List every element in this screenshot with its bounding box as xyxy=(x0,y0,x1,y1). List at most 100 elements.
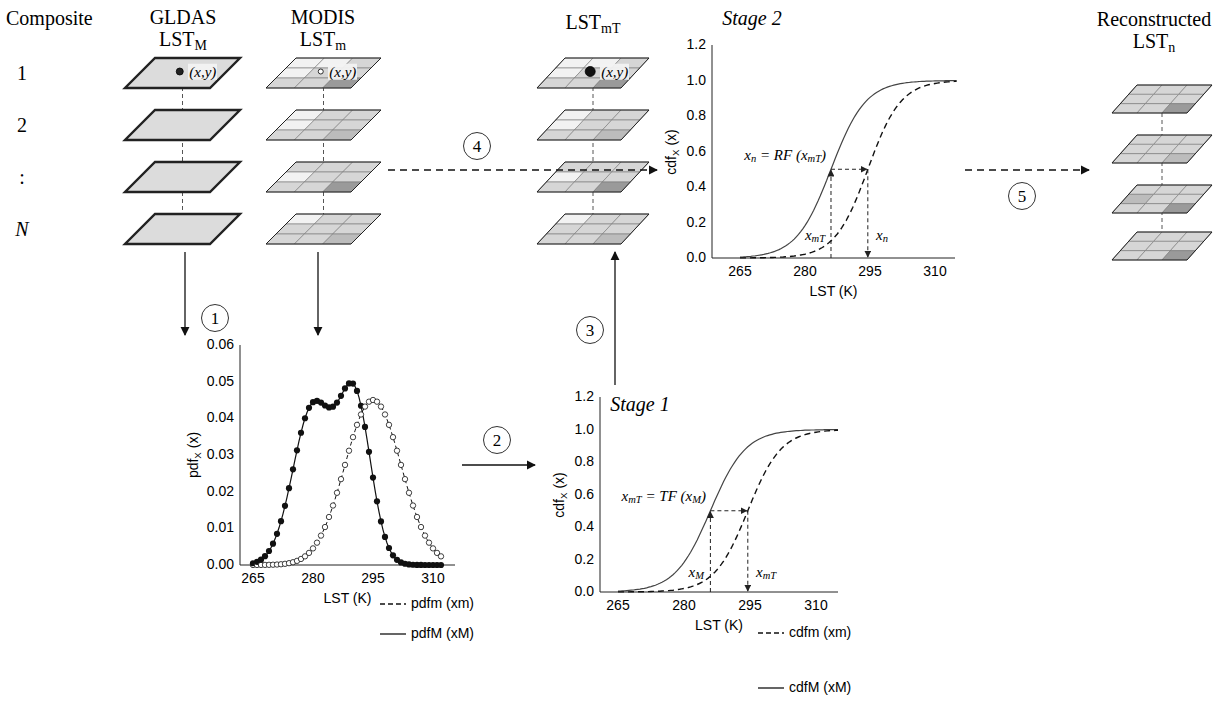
tick-label: 1.0 xyxy=(575,422,594,437)
layer-fill xyxy=(125,214,240,244)
layer-outline xyxy=(1112,185,1212,213)
chart-axis xyxy=(600,397,838,592)
tick-label: 0.6 xyxy=(575,487,594,502)
chart-curve xyxy=(253,383,441,565)
tick-label: 265 xyxy=(241,571,264,586)
composite-index: N xyxy=(15,218,28,240)
stack-axis xyxy=(323,73,324,229)
data-point xyxy=(378,518,384,524)
data-point xyxy=(354,388,360,394)
pixel-cell xyxy=(1179,135,1212,144)
data-point xyxy=(386,545,392,551)
data-point xyxy=(294,447,300,453)
layer-fill xyxy=(266,58,381,88)
legend-sample xyxy=(758,687,784,688)
legend-label: cdfM (xM) xyxy=(789,680,851,695)
variable-label: xn xyxy=(876,227,888,244)
chart-axis xyxy=(240,345,455,565)
stack-title: GLDAS LSTM xyxy=(141,6,225,50)
tick-label: 295 xyxy=(361,571,384,586)
pixel-cell xyxy=(1162,204,1195,213)
chart-curve xyxy=(740,81,957,258)
pixel-cell xyxy=(612,110,649,120)
image-stack: MODIS LSTm (x,y) xyxy=(258,2,388,252)
data-point xyxy=(322,524,327,529)
data-point xyxy=(406,490,411,495)
composite-index: 2 xyxy=(17,114,27,136)
data-point xyxy=(362,424,368,430)
variable-label: xM xyxy=(689,564,704,581)
data-point xyxy=(382,412,387,417)
tick-label: 280 xyxy=(793,264,816,279)
axis-title: pdfX (x) xyxy=(186,432,201,478)
layer-fill xyxy=(266,110,381,140)
tick-label: 310 xyxy=(421,571,444,586)
callout-number: 5 xyxy=(1008,182,1036,210)
pixel-cell xyxy=(593,130,630,140)
stack-axis xyxy=(1162,99,1163,246)
pixel-marker xyxy=(585,67,595,77)
chart-axis xyxy=(712,45,955,258)
tick-label: 0.02 xyxy=(207,484,234,499)
data-point xyxy=(438,562,444,568)
pixel-cell xyxy=(1170,241,1203,250)
layer-fill xyxy=(537,214,649,244)
tick-label: 0.03 xyxy=(207,447,234,462)
callout-number: 2 xyxy=(483,426,511,454)
data-point xyxy=(290,466,296,472)
tick-label: 0.00 xyxy=(207,557,234,572)
pixel-cell xyxy=(323,130,361,140)
layer-fill xyxy=(1112,185,1212,213)
stage-title: Stage 1 xyxy=(610,393,669,415)
layer-fill xyxy=(537,58,649,88)
data-point xyxy=(350,380,356,386)
data-point xyxy=(366,449,372,455)
pixel-cell xyxy=(343,110,381,120)
layer-outline xyxy=(537,110,649,140)
tick-label: 0.2 xyxy=(575,552,594,567)
data-point xyxy=(306,405,312,411)
pixel-cell xyxy=(1162,154,1195,163)
tick-label: 1.0 xyxy=(687,73,706,88)
tick-label: 0.0 xyxy=(575,584,594,599)
data-point xyxy=(266,548,272,554)
tick-label: 295 xyxy=(738,598,761,613)
flow-arrow xyxy=(184,252,185,335)
pixel-cell xyxy=(323,182,361,192)
mapping-arrow xyxy=(747,511,748,591)
tick-label: 310 xyxy=(923,264,946,279)
data-point xyxy=(282,503,288,509)
mapping-arrow xyxy=(830,170,831,258)
data-point xyxy=(342,385,348,391)
composite-index: : xyxy=(19,166,25,188)
pixel-cell xyxy=(343,162,381,172)
stack-title: MODIS LSTm xyxy=(281,6,365,50)
tick-label: 0.01 xyxy=(207,521,234,536)
chart-panel: Stage 11.21.00.80.60.40.20.0265280295310… xyxy=(535,385,870,700)
data-point xyxy=(278,518,284,524)
data-point xyxy=(354,422,359,427)
pixel-cell xyxy=(1179,85,1212,94)
layer-outline xyxy=(125,58,240,88)
layer-outline xyxy=(537,162,649,192)
mapping-arrow xyxy=(867,169,868,257)
pixel-cell xyxy=(1170,194,1203,203)
data-point xyxy=(318,533,323,538)
layer-fill xyxy=(537,110,649,140)
flow-arrow xyxy=(462,464,535,465)
layer-outline xyxy=(537,214,649,244)
data-point xyxy=(374,498,380,504)
tick-label: 0.06 xyxy=(207,337,234,352)
axis-title: LST (K) xyxy=(324,591,372,606)
image-stack: LSTmT(x,y) xyxy=(533,2,655,252)
tick-label: 295 xyxy=(858,264,881,279)
pixel-cell xyxy=(1162,104,1195,113)
pixel-cell xyxy=(593,234,630,244)
pixel-label: (x,y) xyxy=(600,63,629,80)
data-point xyxy=(430,546,435,551)
flow-arrow xyxy=(317,252,318,335)
axis-title: cdfX (x) xyxy=(552,472,567,517)
pixel-label: (x,y) xyxy=(328,63,357,80)
data-point xyxy=(402,476,407,481)
data-point xyxy=(438,554,443,559)
